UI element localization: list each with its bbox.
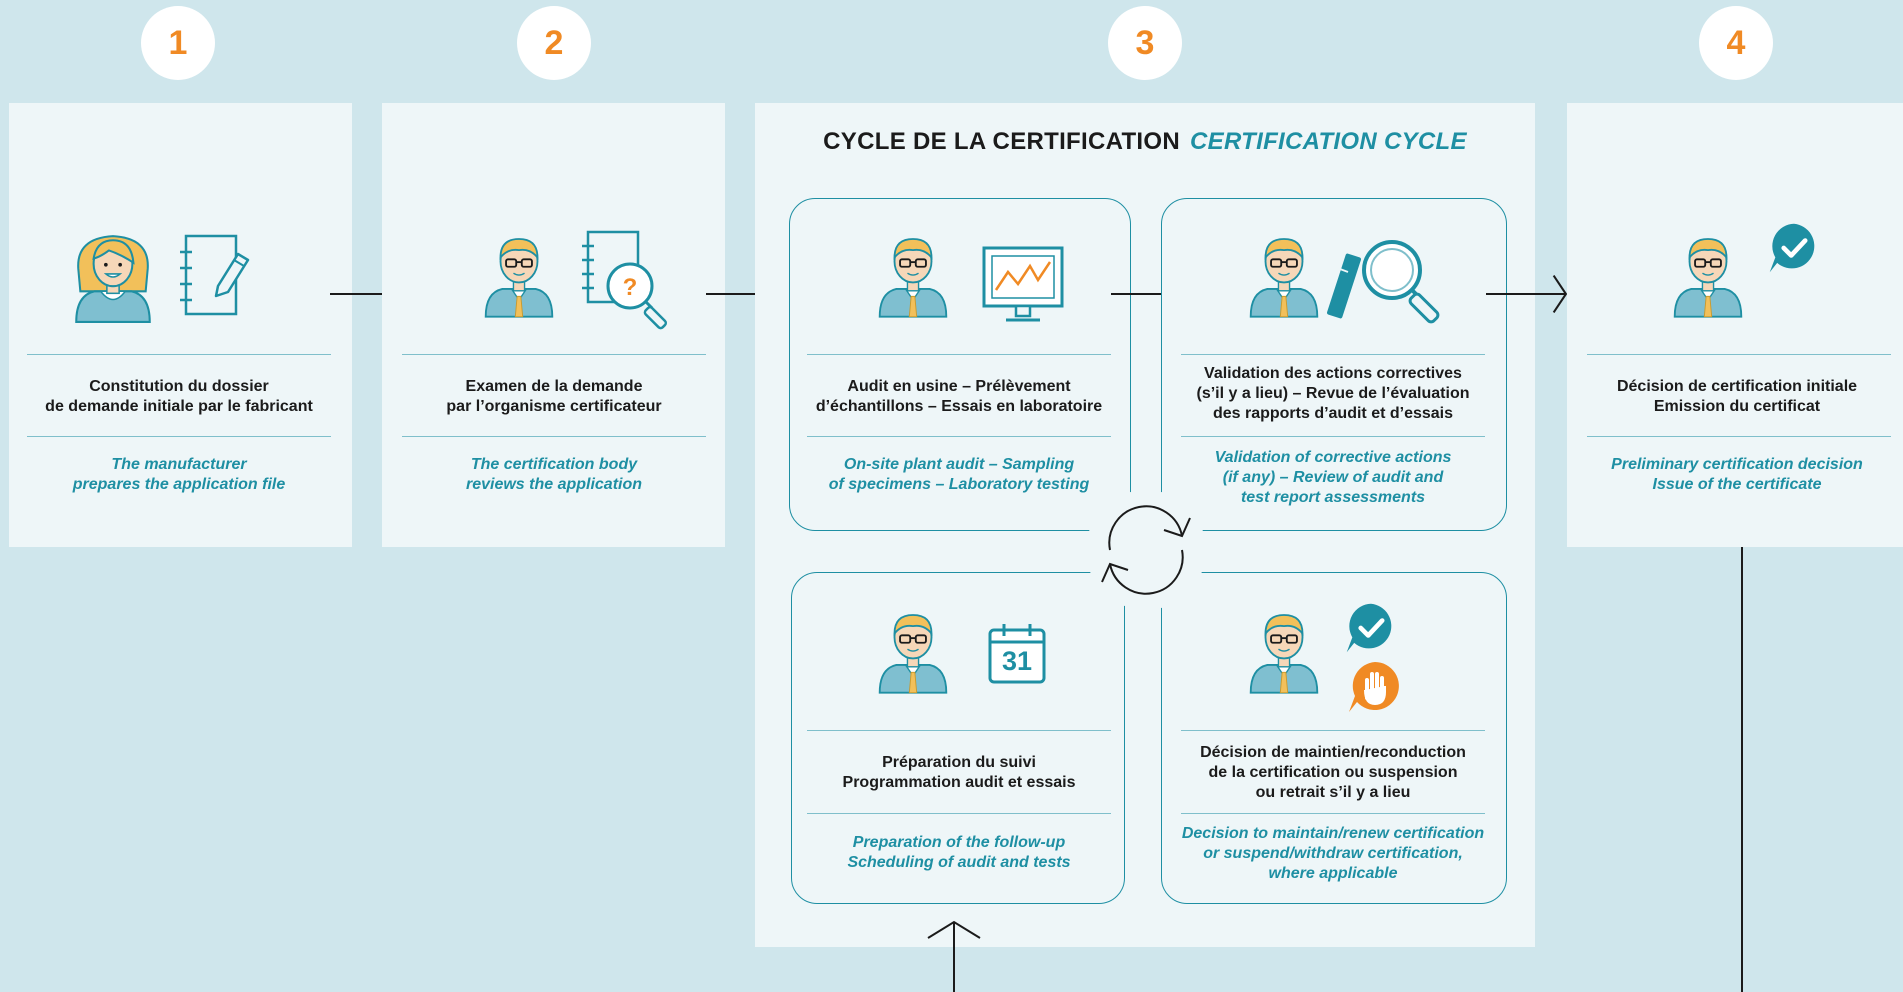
arrow-right-icon [1486,273,1568,315]
step-number-4: 4 [1699,6,1773,80]
man-avatar-icon [1247,606,1321,698]
cycle-card-decision [1161,572,1507,904]
divider [807,730,1111,731]
cycle-card-validation [1161,198,1507,531]
divider [1587,436,1891,437]
cycle-title-fr: CYCLE DE LA CERTIFICATION [823,128,1180,155]
cycle-card-audit-en: On-site plant audit – Sampling of specim… [828,456,1090,493]
divider [27,436,331,437]
cycle-card-validation-en: Validation of corrective actions (if any… [1214,449,1452,506]
calendar-day: 31 [1001,646,1033,676]
step-number-2: 2 [517,6,591,80]
calendar-icon [988,624,1046,684]
cycle-title-en: CERTIFICATION CYCLE [1190,128,1467,155]
cycle-card-audit-fr: Audit en usine – Prélèvement d’échantill… [815,378,1103,415]
divider [807,436,1111,437]
divider [807,813,1111,814]
step-2-text-fr: Examen de la demande par l’organisme cer… [446,378,662,415]
document-search-icon: ? [582,230,668,330]
man-avatar-icon [482,230,556,322]
divider [1181,354,1485,355]
man-avatar-icon [876,230,950,322]
svg-text:?: ? [623,274,638,301]
divider [1181,730,1485,731]
connector-line [1741,547,1743,992]
step-4-text-fr: Décision de certification initiale Emiss… [1616,378,1858,415]
cycle-card-validation-fr: Validation des actions correctives (s’il… [1196,365,1470,422]
cycle-card-audit [789,198,1131,531]
cycle-card-decision-en: Decision to maintain/renew certification… [1181,825,1485,882]
divider [402,436,706,437]
notebook-pen-icon [180,234,250,316]
divider [402,354,706,355]
step-1-text-fr: Constitution du dossier de demande initi… [45,378,313,415]
monitor-chart-icon [982,246,1064,322]
check-bubble-icon [1766,220,1822,276]
step-2-text-en: The certification body reviews the appli… [465,456,643,493]
divider [1181,436,1485,437]
step-1-text-en: The manufacturer prepares the applicatio… [72,456,286,493]
step-2-panel [382,103,725,547]
divider [1587,354,1891,355]
divider [807,354,1111,355]
cycle-title: CYCLE DE LA CERTIFICATION CERTIFICATION C… [755,128,1535,156]
step-4-panel [1567,103,1903,547]
stop-hand-icon [1349,662,1399,712]
arrow-up-icon [927,920,981,992]
check-bubble-icon [1343,600,1399,656]
step-4-text-en: Preliminary certification decision Issue… [1611,456,1863,493]
cycle-arrows-icon [1086,490,1206,610]
magnifier-icon [1327,240,1440,324]
cycle-card-preparation-fr: Préparation du suivi Programmation audit… [842,754,1076,791]
cycle-card-decision-fr: Décision de maintien/reconduction de la … [1200,744,1466,801]
step-1-panel [9,103,352,547]
cycle-card-preparation [791,572,1125,904]
cycle-card-preparation-en: Preparation of the follow-up Scheduling … [847,834,1071,871]
woman-avatar-icon [72,228,154,326]
step-number-3: 3 [1108,6,1182,80]
man-avatar-icon [876,606,950,698]
step-number-1: 1 [141,6,215,80]
man-avatar-icon [1247,230,1321,322]
divider [1181,813,1485,814]
divider [27,354,331,355]
man-avatar-icon [1671,230,1745,322]
